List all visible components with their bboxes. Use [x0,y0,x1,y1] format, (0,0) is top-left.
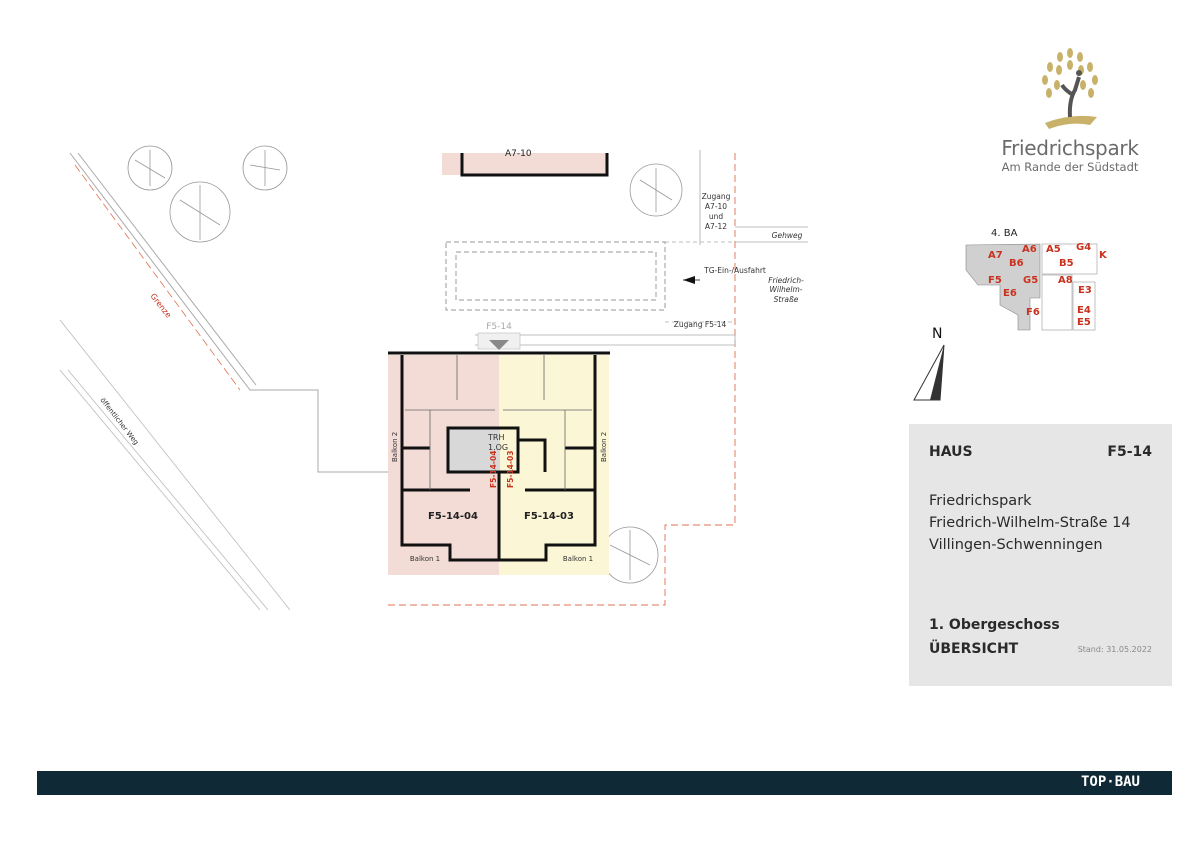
svg-text:Zugang F5-14: Zugang F5-14 [674,320,727,329]
view-name: ÜBERSICHT [929,641,1019,657]
svg-text:Wilhelm-: Wilhelm- [769,285,802,294]
address-line: Villingen-Schwenningen [929,537,1103,553]
svg-text:A7-10: A7-10 [705,202,727,211]
underground-garage [445,241,700,311]
unit-tag-left: F5-14-04 [489,451,498,488]
path-label: öffentlicher Weg [98,396,140,446]
svg-text:B5: B5 [1059,258,1074,269]
unit-label-f5-14-03: F5-14-03 [524,511,574,522]
svg-text:A7: A7 [988,250,1003,261]
floor-name: 1. Obergeschoss [929,617,1060,633]
svg-text:A8: A8 [1058,275,1073,286]
address: Friedrichspark Friedrich-Wilhelm-Straße … [929,490,1131,556]
svg-text:G4: G4 [1076,242,1091,253]
key-map: 4. BA A7 A6 A5 G4 K B6 B5 F5 G5 A8 E6 E3… [913,228,1108,401]
svg-text:Balkon 2: Balkon 2 [391,432,399,462]
svg-text:G5: G5 [1023,275,1038,286]
logo-subtitle: Am Rande der Südstadt [1001,160,1139,174]
tree-logo-icon [1042,48,1098,129]
boundary-label: Grenze [148,292,173,320]
address-line: Friedrichspark [929,493,1032,509]
arrow-left-icon [683,276,695,284]
footer-bar: TOP·BAU [37,771,1172,795]
svg-text:TG-Ein-/Ausfahrt: TG-Ein-/Ausfahrt [703,266,766,275]
svg-text:A5: A5 [1046,244,1061,255]
svg-text:TRH: TRH [487,433,504,442]
svg-text:B6: B6 [1009,258,1024,269]
floor-info: 1. Obergeschoss ÜBERSICHT [929,613,1060,661]
svg-text:Straße: Straße [774,295,799,304]
svg-text:Balkon 1: Balkon 1 [410,555,440,563]
svg-text:Zugang: Zugang [702,192,731,201]
logo-title: Friedrichspark [1001,136,1139,160]
key-map-labels: A7 A6 A5 G4 K B6 B5 F5 G5 A8 E6 E3 F6 E4… [988,242,1108,328]
svg-text:und: und [709,212,724,221]
brand-logo: Friedrichspark Am Rande der Südstadt [985,45,1155,174]
svg-text:F5-14: F5-14 [486,322,512,332]
unit-f5-14-03-area [499,355,609,575]
svg-text:A6: A6 [1022,244,1037,255]
access-labels: Zugang A7-10 und A7-12 Gehweg TG-Ein-/Au… [486,192,804,332]
plot-boundary [59,150,808,611]
svg-text:F5: F5 [988,275,1002,286]
svg-text:A7-10: A7-10 [505,149,532,159]
svg-text:F6: F6 [1026,307,1040,318]
svg-text:E5: E5 [1077,317,1091,328]
topbau-logo: TOP·BAU [1080,774,1140,790]
info-panel: HAUS F5-14 Friedrichspark Friedrich-Wilh… [909,424,1172,686]
unit-label-f5-14-04: F5-14-04 [428,511,478,522]
address-line: Friedrich-Wilhelm-Straße 14 [929,515,1131,531]
svg-text:Balkon 1: Balkon 1 [563,555,593,563]
floor-plan: TRH 1.OG F5-14-04 F5-14-03 F5-14-04 F5-1… [388,351,610,575]
entrance-arrow-icon [489,340,509,350]
svg-text:1.OG: 1.OG [488,443,508,452]
haus-label: HAUS [929,444,973,460]
unit-tag-right: F5-14-03 [506,451,515,488]
svg-text:Balkon 2: Balkon 2 [600,432,608,462]
svg-text:E4: E4 [1077,305,1091,316]
svg-text:Friedrich-: Friedrich- [768,276,804,285]
svg-text:E3: E3 [1078,285,1092,296]
haus-id: F5-14 [1107,444,1152,460]
svg-text:4. BA: 4. BA [991,228,1018,239]
neighbor-building-a7-10: A7-10 [442,149,609,177]
svg-text:Gehweg: Gehweg [772,231,803,240]
svg-text:A7-12: A7-12 [705,222,727,231]
svg-text:E6: E6 [1003,288,1017,299]
date-stamp: Stand: 31.05.2022 [1077,645,1152,654]
north-label: N [932,326,942,342]
svg-text:K: K [1099,250,1108,261]
